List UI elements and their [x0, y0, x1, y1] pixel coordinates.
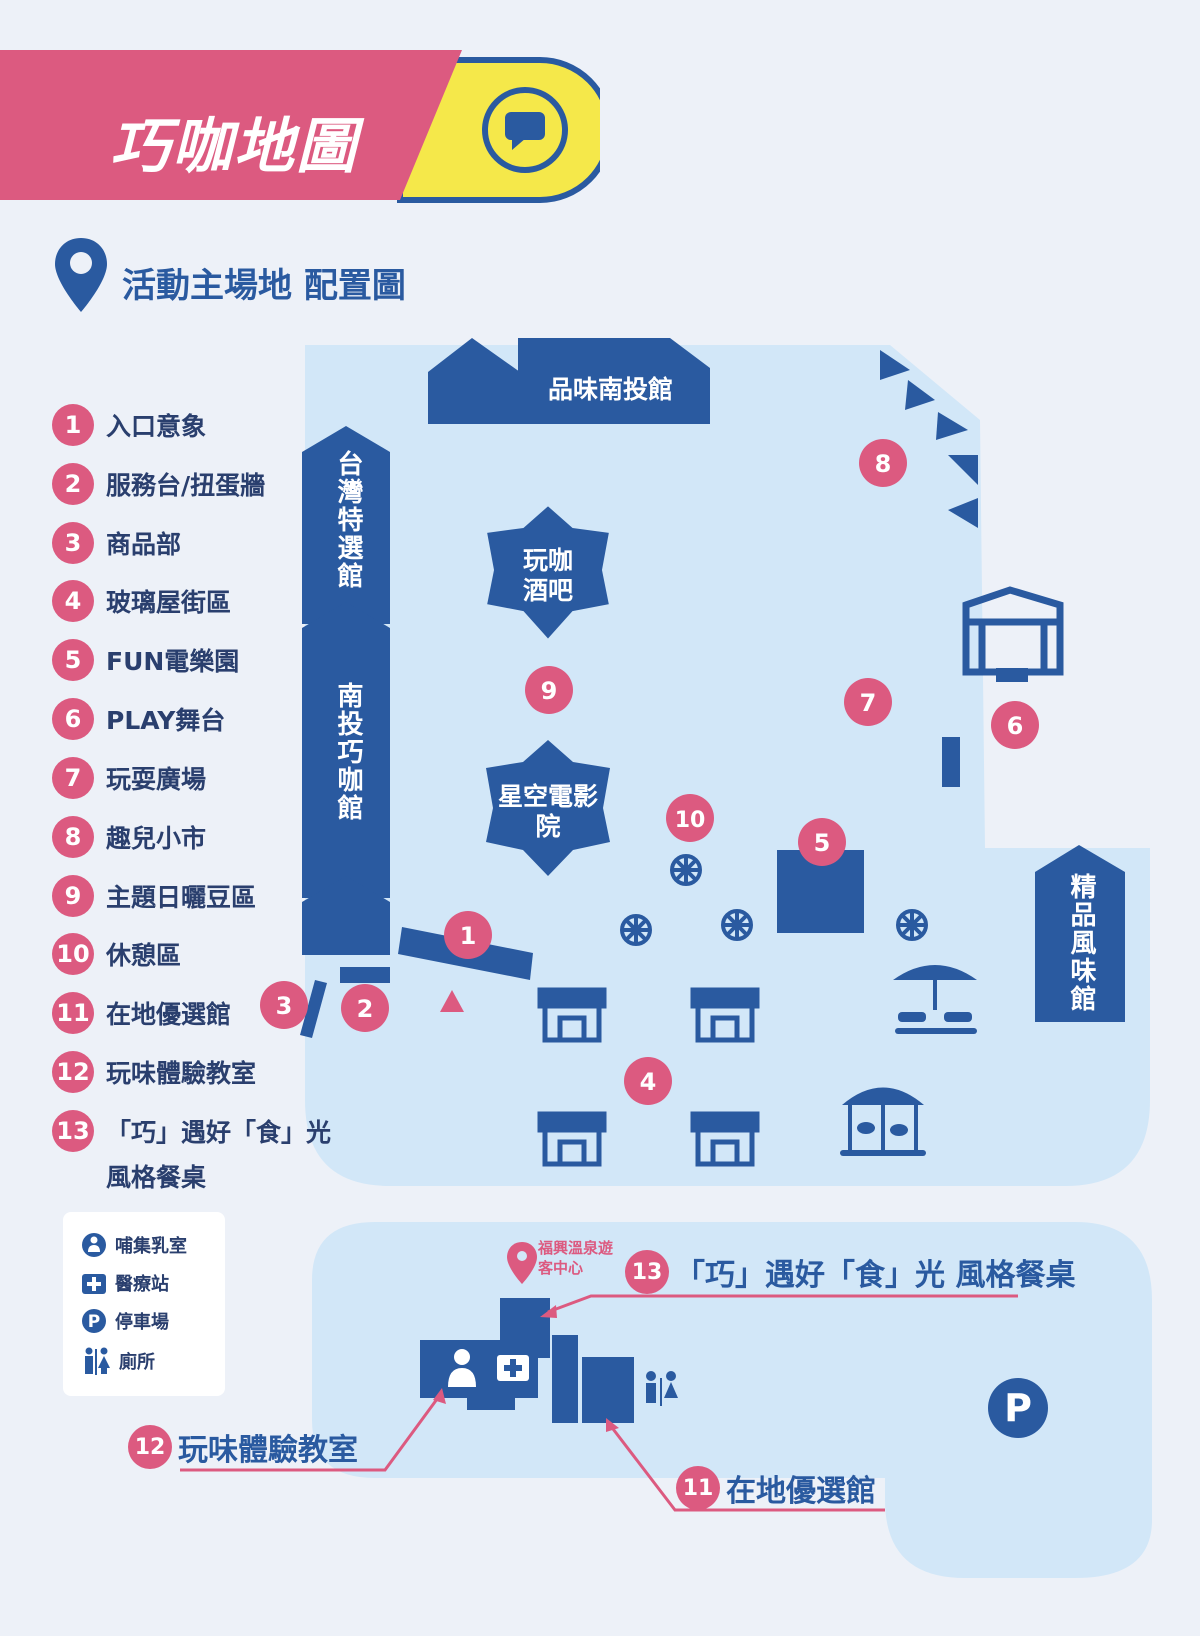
callout-12: 12 玩味體驗教室 — [128, 1425, 358, 1469]
building-label-top: 品味南投館 — [548, 375, 674, 404]
svg-text:7: 7 — [860, 689, 877, 717]
stage-bar — [942, 737, 960, 787]
map-marker-3: 3 — [260, 981, 308, 1029]
building-taiwan — [302, 426, 390, 624]
svg-text:3: 3 — [276, 992, 293, 1020]
callout-line-12 — [180, 1394, 442, 1472]
visitor-center-pin-icon — [507, 1242, 537, 1284]
shop-icon — [690, 987, 760, 1043]
medical-station-icon — [497, 1355, 529, 1381]
ferris-wheel-icon — [721, 909, 753, 941]
main-area — [305, 345, 1150, 1186]
map-marker-10: 10 — [666, 794, 714, 842]
svg-text:8: 8 — [875, 450, 892, 478]
nursing-room-icon — [82, 1233, 106, 1257]
callout-line-13 — [547, 1294, 1018, 1314]
callout-11: 11 在地優選館 — [676, 1466, 876, 1510]
nursing-room-icon — [448, 1349, 476, 1387]
entrance-arrow — [440, 990, 464, 1012]
map-marker-1: 1 — [444, 911, 492, 959]
callout-13: 13 「巧」遇好「食」光 風格餐桌 — [625, 1250, 1075, 1294]
page-subtitle: 活動主場地 配置圖 — [122, 266, 406, 306]
svg-text:4: 4 — [640, 1068, 657, 1096]
building-label-taiwan: 台灣特選館 — [333, 450, 363, 590]
svg-text:9: 9 — [541, 677, 558, 705]
svg-text:P: P — [88, 1312, 100, 1332]
icon-key: 哺集乳室 醫療站 P 停車場 廁所 — [63, 1212, 225, 1396]
restroom-icon — [646, 1371, 678, 1406]
legend-item: 13「巧」遇好「食」光 — [52, 1110, 331, 1152]
map-marker-6: 6 — [991, 701, 1039, 749]
location-pin-icon — [55, 238, 107, 312]
building-bar — [484, 503, 612, 642]
key-item: P 停車場 — [81, 1308, 169, 1334]
visitor-center-label: 福興溫泉遊客中心 — [538, 1239, 614, 1277]
building-label-nantou: 南投巧咖館 — [333, 682, 363, 822]
shop-icon — [537, 987, 607, 1043]
ferris-wheel-icon — [670, 854, 702, 886]
building-boutique — [1035, 845, 1125, 1022]
building-nantou — [302, 602, 390, 898]
ferris-wheel-icon — [620, 914, 652, 946]
medical-station-icon — [82, 1274, 106, 1294]
ferris-wheel-icon — [896, 909, 928, 941]
callout-line-11 — [608, 1424, 885, 1512]
map-marker-2: 2 — [341, 984, 389, 1032]
svg-text:6: 6 — [1007, 712, 1024, 740]
parking-letter: P — [1004, 1386, 1032, 1430]
parking-icon — [988, 1378, 1048, 1438]
title-banner — [0, 50, 600, 203]
map-marker-5: 5 — [798, 818, 846, 866]
shop-bar — [300, 980, 327, 1038]
svg-text:5: 5 — [814, 829, 831, 857]
shop-icon — [690, 1111, 760, 1167]
key-item: 醫療站 — [81, 1270, 169, 1296]
legend-item-continuation: 風格餐桌 — [106, 1163, 207, 1192]
key-item: 廁所 — [81, 1346, 155, 1376]
building-top — [518, 338, 710, 424]
parking-icon: P — [82, 1309, 106, 1333]
building-top-left — [428, 338, 520, 424]
key-item: 哺集乳室 — [81, 1230, 187, 1260]
shop-icon — [537, 1111, 607, 1167]
carousel-icon — [840, 1087, 926, 1156]
teacup-ride-icon — [893, 965, 977, 1034]
svg-text:2: 2 — [357, 995, 374, 1023]
map-marker-4: 4 — [624, 1057, 672, 1105]
map-title: 巧咖地圖 — [110, 112, 358, 182]
bunting-flags — [880, 350, 978, 528]
service-desk — [340, 967, 390, 983]
building-label-bar: 玩咖酒吧 — [522, 546, 573, 605]
restroom-icon — [85, 1347, 110, 1375]
map-marker-8: 8 — [859, 439, 907, 487]
building-nantou-lower — [302, 876, 390, 955]
building-label-cinema: 星空電影院 — [498, 782, 599, 841]
svg-text:1: 1 — [460, 922, 477, 950]
map-marker-7: 7 — [844, 678, 892, 726]
svg-text:10: 10 — [675, 808, 706, 833]
stage-icon — [962, 586, 1064, 676]
chat-bubble-icon — [482, 87, 568, 173]
building-cinema — [486, 740, 610, 876]
building-label-boutique: 精品風味館 — [1066, 873, 1096, 1013]
map-marker-9: 9 — [525, 666, 573, 714]
